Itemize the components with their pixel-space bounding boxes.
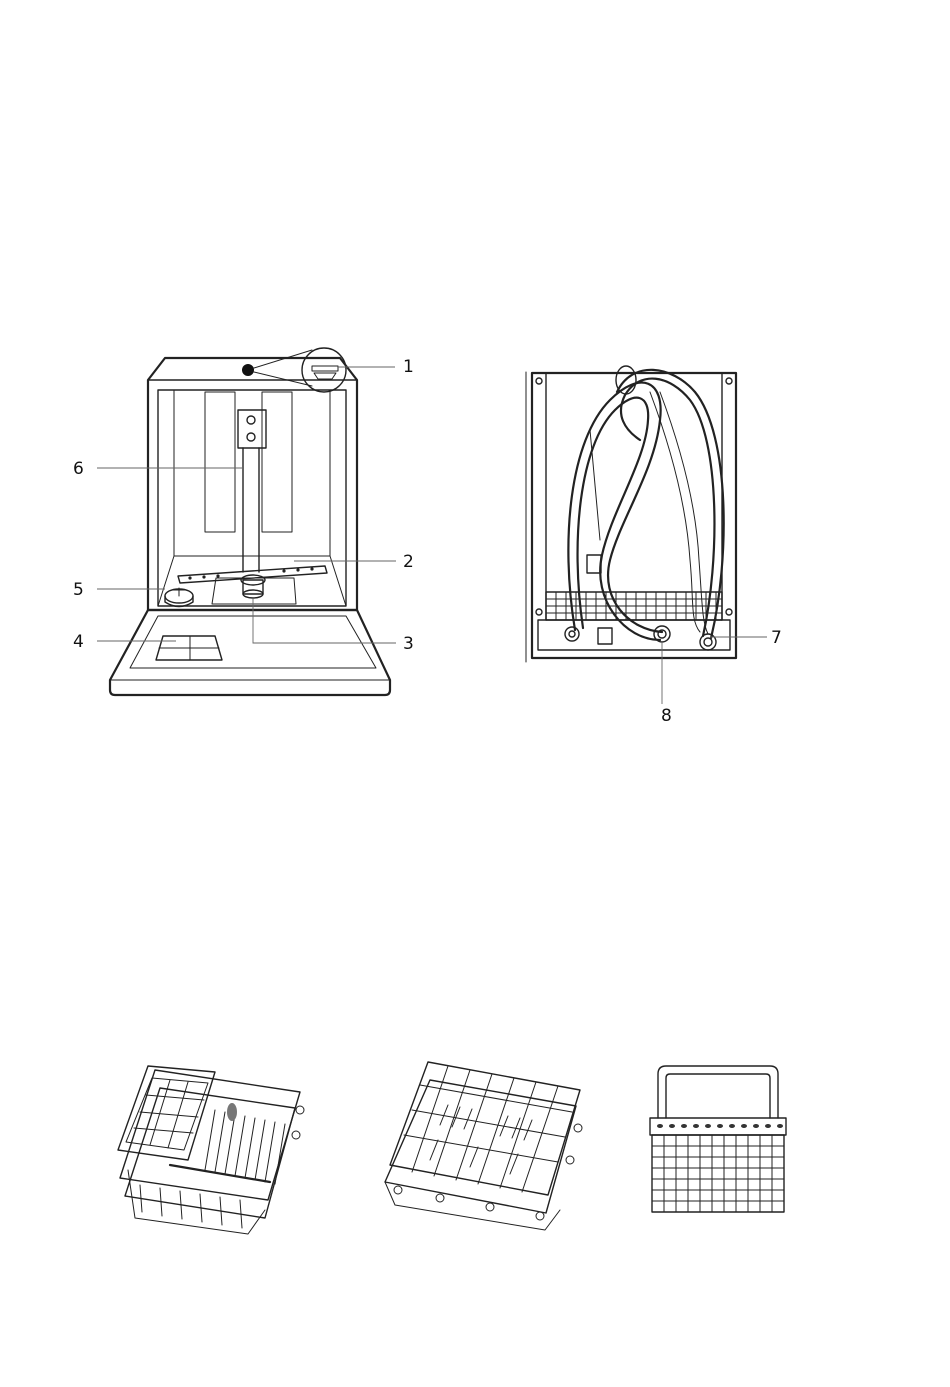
callout-label-1: 1 — [403, 357, 414, 377]
dishwasher-front-view: 1 2 3 4 5 6 — [73, 348, 414, 695]
callout-label-5: 5 — [73, 580, 84, 600]
lower-basket-illustration — [385, 1062, 582, 1230]
callout-label-6: 6 — [73, 459, 84, 479]
upper-basket-illustration — [118, 1066, 304, 1234]
callout-label-8: 8 — [661, 706, 672, 726]
dishwasher-rear-view: 7 8 — [526, 366, 782, 726]
callout-label-3: 3 — [403, 634, 414, 654]
callout-label-7: 7 — [771, 628, 782, 648]
cutlery-basket-illustration — [650, 1066, 786, 1212]
callout-label-4: 4 — [73, 632, 84, 652]
callout-label-2: 2 — [403, 552, 414, 572]
